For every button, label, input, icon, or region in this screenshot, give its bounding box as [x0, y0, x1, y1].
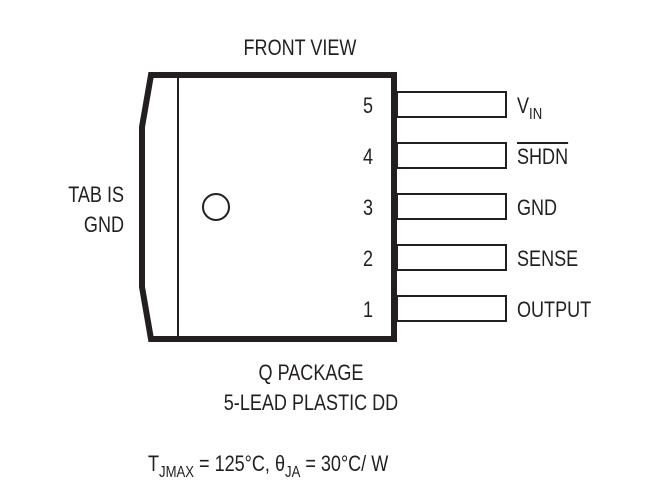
theta-subscript: JA [285, 464, 301, 481]
pin-name-vin: VIN [517, 94, 542, 127]
tj-subscript: JMAX [159, 464, 195, 481]
package-name: Q PACKAGE [258, 360, 364, 385]
lead-pin-4 [396, 142, 507, 169]
pin-number-1: 1 [363, 297, 374, 322]
package-description: 5-LEAD PLASTIC DD [223, 390, 399, 415]
mounting-hole-icon [202, 193, 230, 221]
pin-name-vin-main: V [517, 93, 530, 118]
pin-name-sense: SENSE [517, 246, 579, 271]
front-view-title: FRONT VIEW [243, 35, 357, 60]
lead-pin-3 [396, 193, 507, 220]
thermal-spec: TJMAX = 125°C, θJA = 30°C/ W [148, 452, 388, 485]
lead-pin-1 [396, 295, 507, 322]
theta-value: = 30°C/ W [300, 451, 389, 476]
tj-symbol: T [148, 451, 160, 476]
pin-name-gnd: GND [517, 195, 558, 220]
tab-label-line1: TAB IS [68, 182, 124, 207]
pin-name-output: OUTPUT [517, 297, 592, 322]
pin-name-shdn: SHDN [517, 145, 568, 169]
pin-name-vin-subscript: IN [529, 106, 543, 123]
pin-name-shdn-text: SHDN [517, 144, 569, 169]
pin-number-3: 3 [363, 195, 374, 220]
tj-value: = 125°C, [194, 451, 275, 476]
theta-symbol: θ [274, 451, 286, 476]
lead-pin-5 [396, 91, 507, 118]
package-body [139, 72, 397, 342]
tab-label-line2: GND [83, 212, 124, 237]
pin-number-5: 5 [363, 93, 374, 118]
pin-number-2: 2 [363, 246, 374, 271]
pin-number-4: 4 [363, 144, 374, 169]
lead-pin-2 [396, 244, 507, 271]
